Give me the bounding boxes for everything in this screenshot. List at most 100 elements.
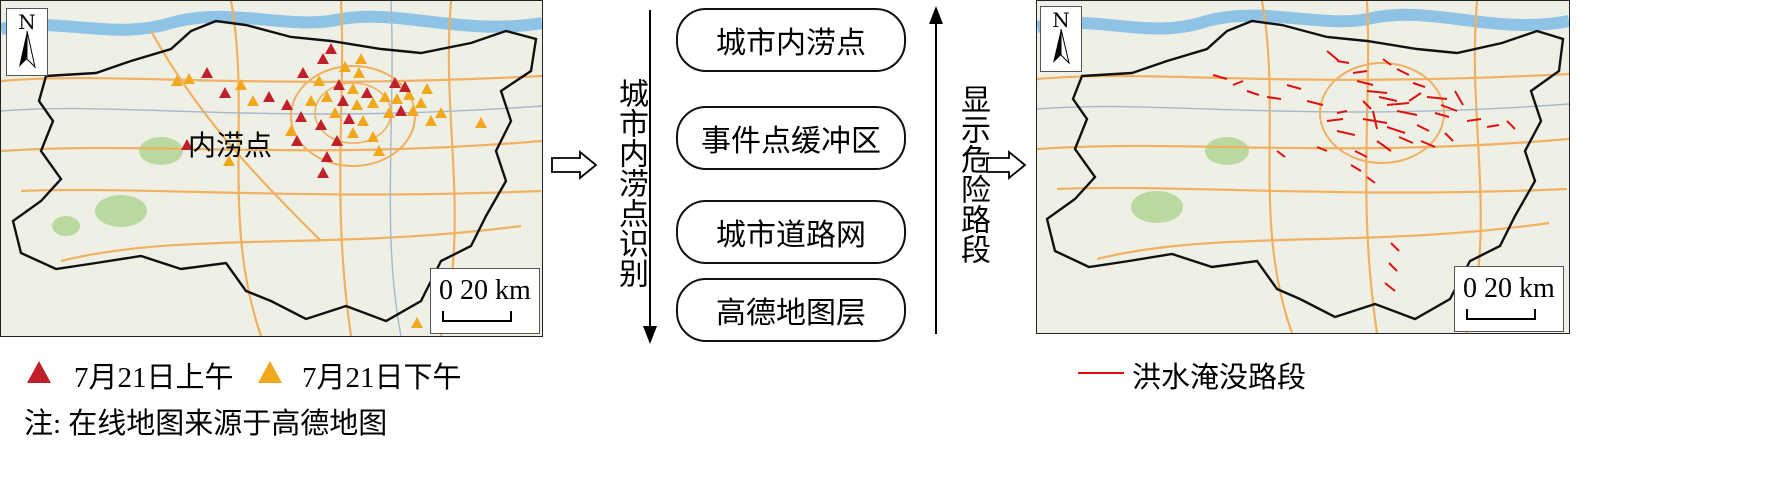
legend-flooded-road-label: 洪水淹没路段 <box>1132 362 1307 394</box>
flooded-road-segment <box>1356 80 1374 86</box>
flood-points <box>171 43 487 328</box>
flooded-road-segment <box>1466 118 1482 122</box>
flood-point-morning <box>325 43 337 54</box>
morning-marker-icon <box>27 361 51 383</box>
flood-point-afternoon <box>415 97 427 108</box>
up-arrow-icon <box>929 6 943 334</box>
show-dangerous-roads-label: 显示危险路段 <box>956 84 989 264</box>
flood-point-morning <box>333 79 345 90</box>
flood-point-morning <box>343 113 355 124</box>
flood-point-afternoon <box>425 115 437 126</box>
flood-point-afternoon <box>407 105 419 116</box>
flooded-road-legend-line <box>1078 372 1124 374</box>
flood-point-afternoon <box>235 79 247 90</box>
flooded-road-segment <box>1386 102 1410 106</box>
flood-point-afternoon <box>171 75 183 86</box>
flood-point-morning <box>399 81 411 92</box>
flood-point-morning <box>263 91 275 102</box>
flood-point-afternoon <box>321 91 333 102</box>
flood-point-afternoon <box>421 83 433 94</box>
flooded-road-segment <box>1390 242 1400 252</box>
flooded-road-segment <box>1362 100 1372 110</box>
flooded-road-segment <box>1376 140 1392 152</box>
flood-point-morning <box>219 87 231 98</box>
flooded-road-segment <box>1396 68 1410 76</box>
scale-bar-box: 0 20 km <box>1454 266 1564 332</box>
flood-point-morning <box>331 135 343 146</box>
flooded-road-segment <box>1384 282 1396 292</box>
green-area <box>1205 137 1249 165</box>
flood-point-morning <box>337 95 349 106</box>
flooded-road-segment <box>1388 262 1398 272</box>
flood-point-afternoon <box>353 67 365 78</box>
flooded-road-segment <box>1416 124 1430 132</box>
flood-point-morning <box>361 87 373 98</box>
flood-point-afternoon <box>355 53 367 64</box>
flood-point-afternoon <box>475 117 487 128</box>
flood-point-morning <box>395 105 407 116</box>
flood-point-morning <box>317 167 329 178</box>
flow-box-road-network: 城市道路网 <box>676 200 906 264</box>
flood-point-morning <box>295 111 307 122</box>
legend-morning-label: 7月21日上午 <box>74 362 234 394</box>
flooded-road-segment <box>1266 96 1282 100</box>
flood-point-morning <box>317 53 329 64</box>
flooded-road-segment <box>1336 60 1350 64</box>
road-network <box>1 1 542 336</box>
flooded-road-segment <box>1420 140 1436 148</box>
flooded-road-segment <box>1362 118 1388 124</box>
flow-box-event-buffer: 事件点缓冲区 <box>676 106 906 170</box>
legend-afternoon-label: 7月21日下午 <box>302 362 462 394</box>
flooded-road-segment <box>1352 70 1368 74</box>
flood-point-afternoon <box>223 155 235 166</box>
flood-point-morning <box>315 119 327 130</box>
scale-bar-box: 0 20 km <box>430 268 540 334</box>
flooded-road-segment <box>1326 50 1340 62</box>
flooded-road-segment <box>1426 96 1448 100</box>
flooded-road-segment <box>1306 100 1324 106</box>
flooded-road-segment <box>1434 112 1450 118</box>
north-arrow-icon <box>19 30 36 69</box>
right-arrow-icon <box>551 150 598 180</box>
flooded-road-segment <box>1386 126 1406 134</box>
flood-point-afternoon <box>313 75 325 86</box>
left-map-canvas <box>1 1 542 336</box>
city-boundary <box>1045 19 1565 321</box>
rail-lines <box>1037 103 1569 113</box>
green-area <box>139 137 183 165</box>
flood-point-afternoon <box>305 95 317 106</box>
flood-point-morning <box>291 135 303 146</box>
flooded-road-segment <box>1326 118 1344 122</box>
flood-point-morning <box>389 77 401 88</box>
north-label: N <box>18 10 36 34</box>
flooded-road-segment <box>1506 120 1516 130</box>
flooded-road-segment <box>1232 80 1244 86</box>
flooded-road-segment <box>1412 82 1426 88</box>
green-area <box>95 195 147 227</box>
flood-point-morning <box>321 151 333 162</box>
flood-point-afternoon <box>435 107 447 118</box>
right-map-canvas <box>1037 1 1569 333</box>
flooded-road-segment <box>1336 110 1348 114</box>
waterlogging-area-label: 内涝点 <box>188 131 273 162</box>
flooded-road-segments <box>1212 50 1516 292</box>
scale-bar-icon <box>1466 309 1536 320</box>
flood-point-morning <box>281 99 293 110</box>
identify-waterlogging-label: 城市内涝点识别 <box>614 78 647 288</box>
left-map-panel <box>0 0 543 337</box>
flood-point-afternoon <box>379 91 391 102</box>
scale-label: 0 20 km <box>439 275 531 306</box>
flooded-road-segment <box>1444 132 1454 142</box>
flood-point-afternoon <box>391 93 403 104</box>
afternoon-marker-icon <box>258 361 282 383</box>
green-area <box>52 216 80 236</box>
north-arrow-icon <box>1053 28 1070 65</box>
flood-point-morning <box>181 139 193 150</box>
flooded-road-segment <box>1336 130 1356 136</box>
city-boundary <box>11 19 538 323</box>
flooded-road-segment <box>1454 90 1464 106</box>
flooded-road-segment <box>1440 104 1458 112</box>
flood-point-afternoon <box>329 107 341 118</box>
rail-lines <box>1 1 542 336</box>
ring-road <box>1319 62 1445 164</box>
